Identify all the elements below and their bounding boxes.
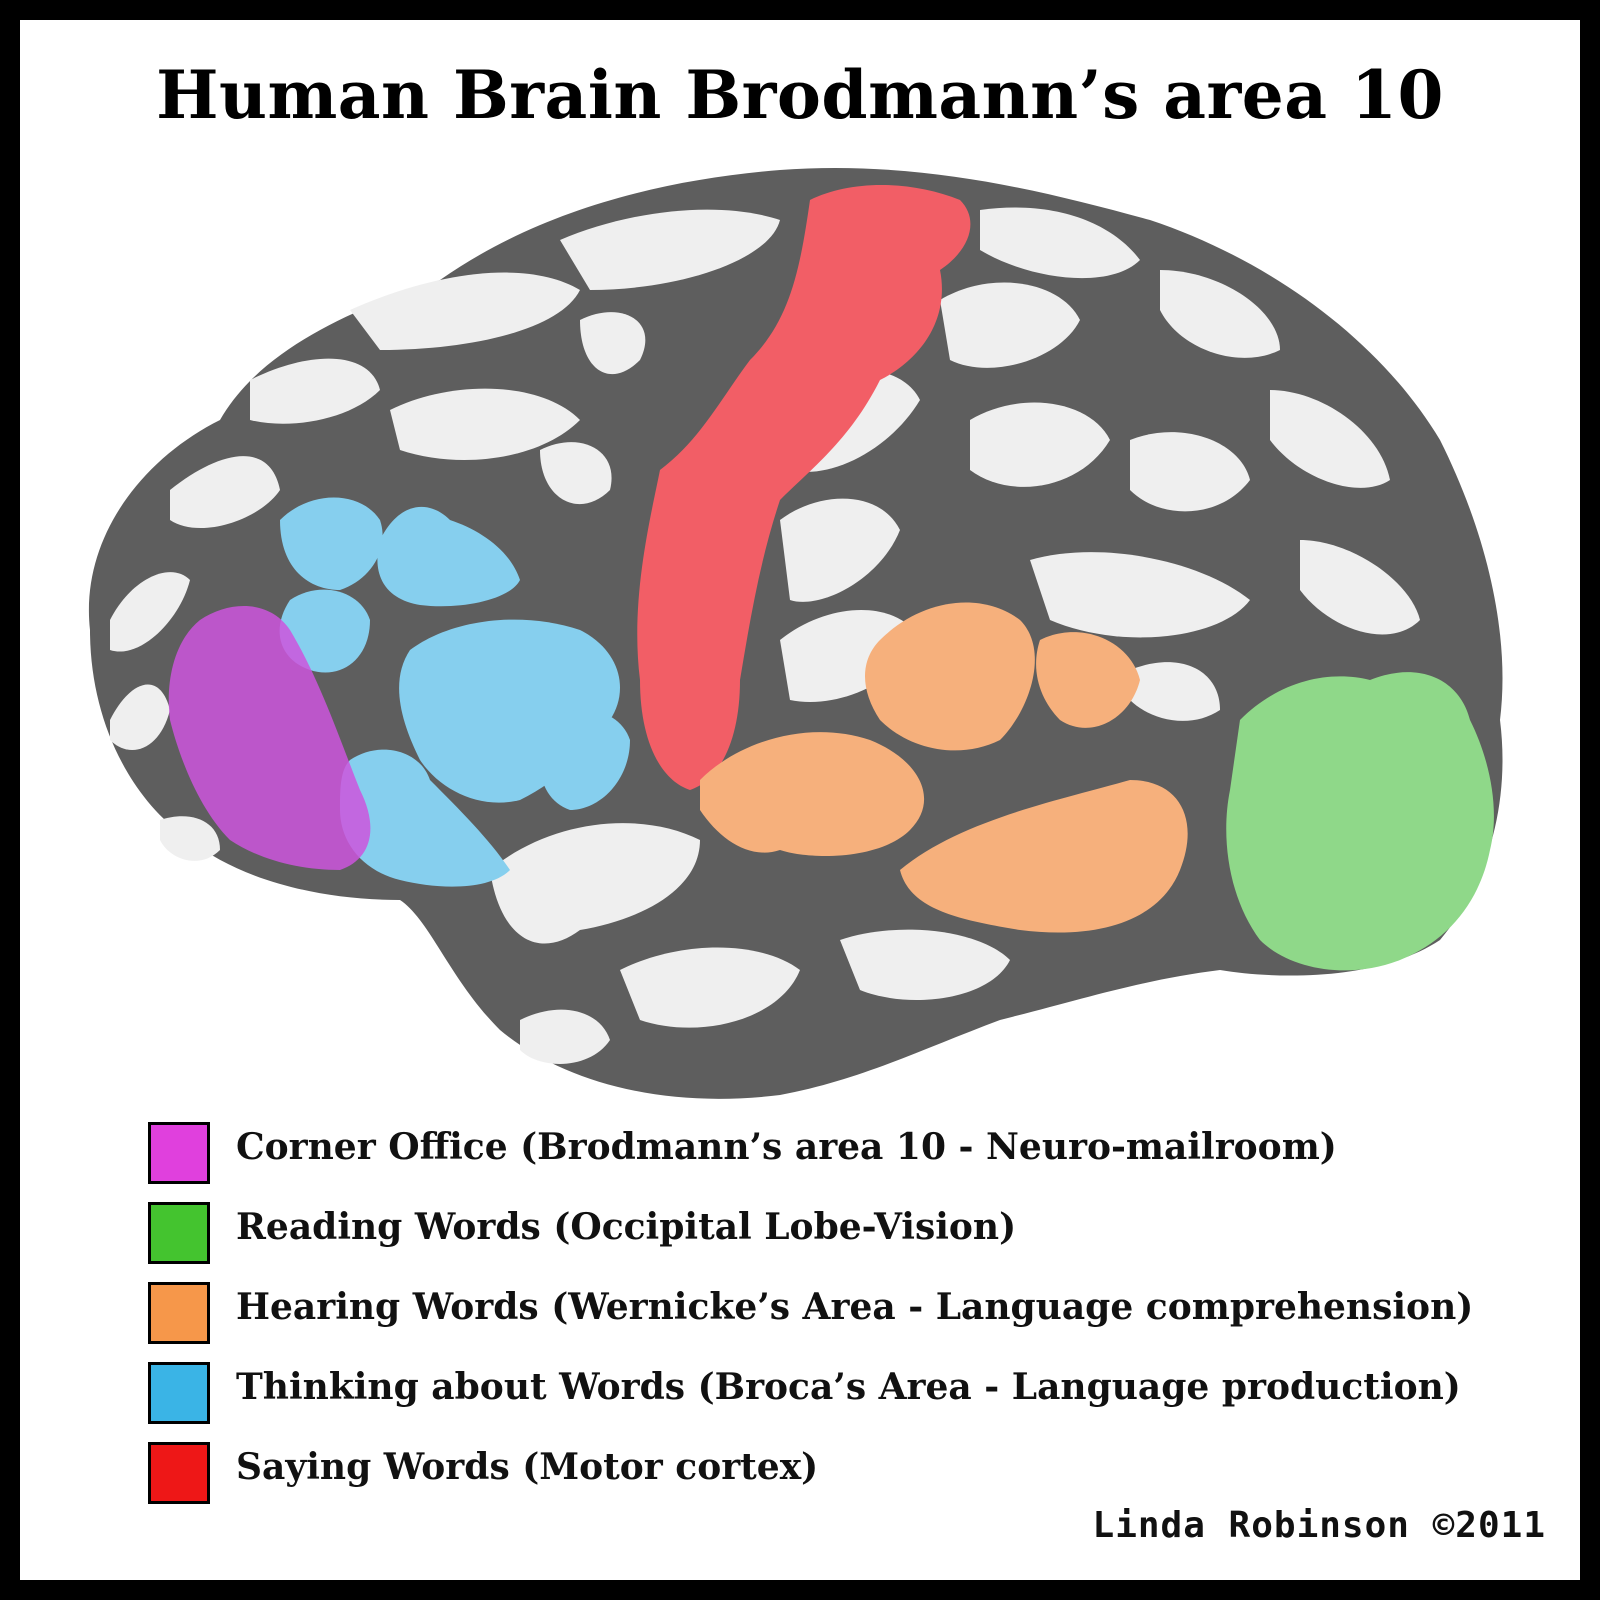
legend-swatch <box>148 1282 210 1344</box>
brain-illustration <box>88 168 1503 1099</box>
legend-swatch <box>148 1362 210 1424</box>
author-credit: Linda Robinson ©2011 <box>1092 1505 1546 1546</box>
region-reading-words <box>1226 672 1494 971</box>
legend-item-saying-words: Saying Words (Motor cortex) <box>148 1442 1498 1508</box>
region-thinking-words <box>279 497 630 887</box>
legend-swatch <box>148 1442 210 1504</box>
legend-label: Thinking about Words (Broca’s Area - Lan… <box>236 1366 1461 1408</box>
legend-label: Saying Words (Motor cortex) <box>236 1446 819 1488</box>
diagram-frame: Human Brain Brodmann’s area 10 <box>20 20 1580 1580</box>
legend-label: Corner Office (Brodmann’s area 10 - Neur… <box>236 1126 1337 1168</box>
legend-label: Hearing Words (Wernicke’s Area - Languag… <box>236 1286 1474 1328</box>
region-hearing-words <box>700 602 1188 933</box>
region-corner-office <box>168 606 371 870</box>
legend-swatch <box>148 1122 210 1184</box>
legend-swatch <box>148 1202 210 1264</box>
legend-item-corner-office: Corner Office (Brodmann’s area 10 - Neur… <box>148 1122 1498 1188</box>
legend-item-thinking-words: Thinking about Words (Broca’s Area - Lan… <box>148 1362 1498 1428</box>
legend-item-reading-words: Reading Words (Occipital Lobe-Vision) <box>148 1202 1498 1268</box>
legend-label: Reading Words (Occipital Lobe-Vision) <box>236 1206 1017 1248</box>
legend-item-hearing-words: Hearing Words (Wernicke’s Area - Languag… <box>148 1282 1498 1348</box>
region-saying-words <box>637 185 971 790</box>
diagram-title: Human Brain Brodmann’s area 10 <box>156 56 1444 134</box>
